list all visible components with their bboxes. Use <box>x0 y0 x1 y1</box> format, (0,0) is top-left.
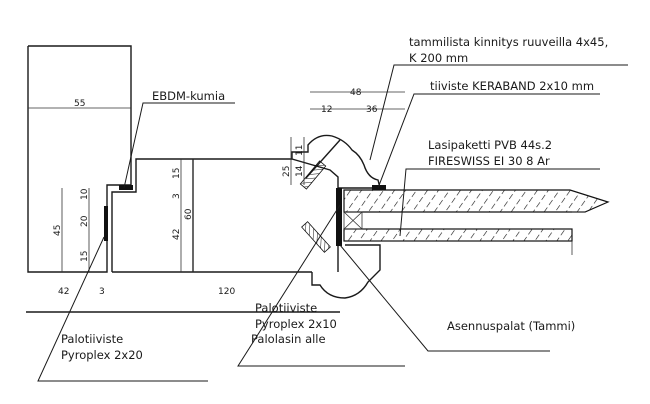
dim-15-low: 15 <box>80 251 90 262</box>
label-lasipaketti-line2: FIRESWISS EI 30 8 Ar <box>428 154 550 168</box>
dim-3-bottom: 3 <box>99 287 105 297</box>
dim-36: 36 <box>366 105 378 115</box>
label-palotiiviste20-line2: Pyroplex 2x20 <box>61 348 143 362</box>
leader-lines <box>37 64 628 382</box>
label-tiiviste: tiiviste KERABAND 2x10 mm <box>430 79 594 93</box>
dim-15: 15 <box>172 168 182 179</box>
keraband-seal <box>372 185 386 190</box>
frame-profile <box>27 45 132 273</box>
ebdm-rubber <box>119 185 133 190</box>
label-asennuspalat: Asennuspalat (Tammi) <box>447 319 575 333</box>
label-palotiiviste10-line3: Palolasin alle <box>251 332 326 346</box>
label-palotiiviste20-line1: Palotiiviste <box>61 332 123 346</box>
spacer-block <box>343 211 363 230</box>
label-ebdm: EBDM-kumia <box>152 89 225 103</box>
label-tammilista-line2: K 200 mm <box>409 51 468 65</box>
label-palotiiviste10-line2: Pyroplex 2x10 <box>255 317 337 331</box>
pyroplex-2x20-seal <box>104 206 108 241</box>
dim-20: 20 <box>80 215 90 227</box>
dim-10: 10 <box>80 188 90 200</box>
oak-bead-lower <box>301 221 381 299</box>
dim-42-bottom: 42 <box>58 287 69 297</box>
label-palotiiviste10-line1: Palotiiviste <box>255 301 317 315</box>
screw-upper <box>299 160 327 190</box>
glass-unit <box>343 189 610 255</box>
label-lasipaketti-line1: Lasipaketti PVB 44s.2 <box>428 138 552 152</box>
dim-25: 25 <box>282 166 292 177</box>
screw-lower <box>301 221 331 253</box>
dim-42-vert: 42 <box>172 229 182 240</box>
dim-3: 3 <box>172 193 182 199</box>
dim-11: 11 <box>295 145 305 156</box>
oak-bead-upper <box>291 134 381 190</box>
dim-48: 48 <box>350 88 362 98</box>
dimension-lines <box>26 91 405 313</box>
dim-14: 14 <box>295 165 305 177</box>
dim-120: 120 <box>218 287 235 297</box>
label-tammilista-line1: tammilista kinnitys ruuveilla 4x45, <box>409 35 608 49</box>
pyroplex-2x10-seal <box>336 188 342 246</box>
dim-12: 12 <box>321 105 332 115</box>
dim-60: 60 <box>184 208 194 220</box>
dim-45: 45 <box>53 225 63 236</box>
dim-55: 55 <box>74 99 85 109</box>
